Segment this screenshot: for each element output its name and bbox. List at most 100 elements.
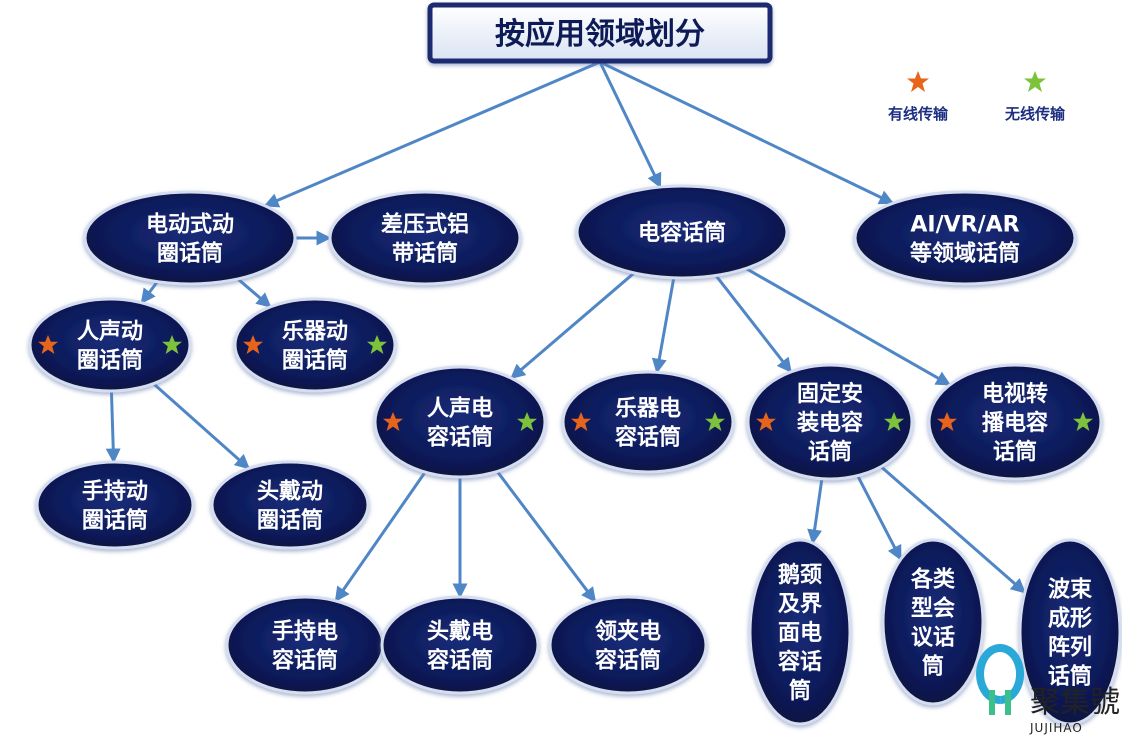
node-ellipse — [225, 595, 385, 695]
node-label-line: 圈话筒 — [77, 348, 143, 374]
node-label-line: 阵列 — [1048, 635, 1092, 661]
green-star-icon — [884, 412, 904, 431]
node-label-line: 话筒 — [993, 439, 1037, 465]
orange-star-icon — [571, 412, 591, 431]
green-star-icon — [1073, 412, 1093, 431]
node-ellipse — [380, 595, 540, 695]
node-ellipse — [373, 365, 547, 479]
node-label-line: 筒 — [922, 654, 944, 680]
diagram-title: 按应用领域划分 — [495, 17, 705, 52]
arrow-n11-n16 — [807, 478, 824, 545]
node-label-line: 圈话筒 — [82, 508, 148, 534]
node-label-line: 领夹电 — [595, 619, 661, 645]
node-label-line: 圈话筒 — [282, 348, 348, 374]
node-label-line: 手持动 — [82, 480, 148, 505]
watermark-cn: 聚集號 — [1030, 685, 1120, 720]
node-label-line: 电容话筒 — [638, 220, 726, 246]
node-label-line: 装电容 — [797, 410, 863, 436]
orange-star-icon — [756, 412, 776, 431]
node-n3: 电容话筒 — [575, 184, 789, 280]
node-ellipse — [548, 595, 708, 695]
node-label-line: 头戴电 — [427, 620, 493, 645]
node-label-line: 头戴动 — [257, 480, 323, 505]
node-ellipse — [28, 297, 192, 393]
node-ellipse — [927, 363, 1103, 481]
legend: 有线传输 无线传输 — [888, 71, 1066, 123]
node-label-line: 面电 — [778, 621, 822, 646]
green-star-icon — [705, 412, 725, 431]
node-ellipse — [35, 460, 195, 550]
node-ellipse — [575, 184, 789, 280]
node-label-line: 鹅颈 — [778, 562, 822, 588]
arrow-n9-n13 — [334, 471, 427, 603]
node-ellipse — [748, 538, 852, 726]
node-label-line: 电动式动 — [146, 213, 234, 238]
node-label-line: 容话筒 — [427, 425, 493, 451]
legend-wired-label: 有线传输 — [888, 105, 949, 123]
node-label-line: 圈话筒 — [257, 508, 323, 534]
arrow-title-n1 — [263, 60, 601, 208]
node-label-line: 人声动 — [77, 320, 143, 345]
node-label-line: 型会 — [911, 596, 955, 622]
green-star-icon — [1024, 71, 1046, 92]
legend-wireless: 无线传输 — [1004, 71, 1066, 123]
legend-wired: 有线传输 — [888, 71, 949, 123]
legend-wireless-label: 无线传输 — [1004, 105, 1066, 123]
node-label-line: 手持电 — [272, 620, 338, 645]
arrow-n11-n17 — [856, 474, 903, 561]
node-label-line: 带话筒 — [392, 241, 458, 267]
orange-star-icon — [383, 412, 403, 431]
node-label-line: 话筒 — [808, 439, 852, 465]
green-star-icon — [367, 335, 387, 354]
orange-star-icon — [243, 335, 263, 354]
node-label-line: 波束 — [1048, 577, 1093, 603]
node-ellipse — [233, 297, 397, 393]
node-label-line: 固定安 — [797, 381, 863, 407]
arrow-n3-n11 — [714, 274, 793, 374]
title-box: 按应用领域划分 — [427, 2, 773, 64]
node-ellipse — [746, 363, 914, 481]
watermark: 聚集號 JUJIHAO — [976, 644, 1120, 735]
node-ellipse — [83, 190, 297, 286]
arrow-n3-n12 — [745, 267, 952, 387]
node-label-line: 人声电 — [427, 397, 493, 422]
node-label-line: 电视转 — [982, 381, 1048, 407]
node-ellipse — [1018, 538, 1122, 726]
arrow-n5-n8 — [152, 382, 251, 470]
orange-star-icon — [38, 335, 58, 354]
node-label-line: 话筒 — [1048, 664, 1092, 690]
arrow-n5-n7 — [105, 390, 121, 464]
node-label-line: 圈话筒 — [157, 241, 223, 267]
node-label-line: 容话筒 — [427, 648, 493, 674]
node-label-line: 乐器动 — [282, 320, 348, 345]
arrow-n3-n9 — [510, 271, 636, 380]
node-label-line: 播电容 — [982, 410, 1048, 436]
arrow-title-n4 — [599, 60, 895, 205]
arrow-n3-n10 — [651, 277, 676, 374]
orange-star-icon — [937, 412, 957, 431]
orange-star-icon — [907, 71, 929, 92]
node-label-line: 等领域话筒 — [910, 241, 1020, 267]
green-star-icon — [162, 335, 182, 354]
node-label-line: 议话 — [911, 626, 955, 651]
green-star-icon — [517, 412, 537, 431]
node-ellipse — [881, 538, 985, 706]
arrow-n1-n5 — [140, 280, 159, 304]
node-ellipse — [853, 190, 1077, 286]
node-label-line: 容话 — [778, 649, 822, 675]
jujihao-logo-icon — [976, 644, 1025, 715]
node-label-line: 乐器电 — [615, 397, 681, 422]
